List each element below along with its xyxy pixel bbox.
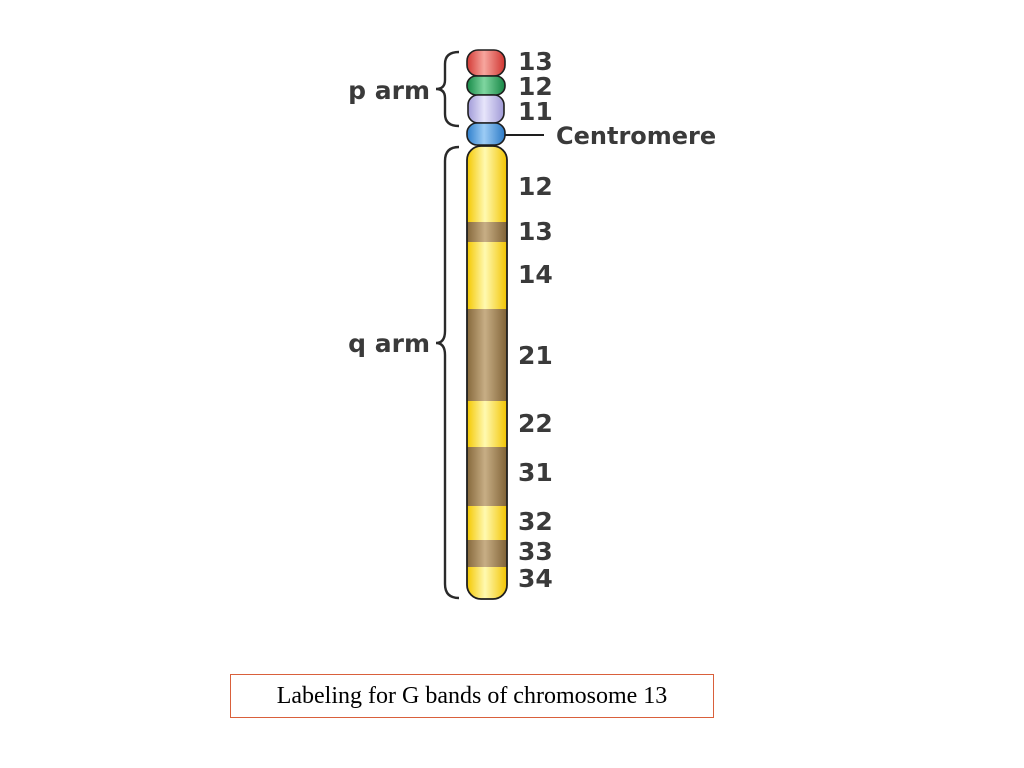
q-band-label: 13 xyxy=(518,217,553,246)
q-band-34 xyxy=(467,567,507,599)
q-arm-bands xyxy=(467,146,507,599)
centromere-band xyxy=(466,122,506,146)
p-band-13 xyxy=(466,49,506,77)
q-arm-brace xyxy=(435,145,460,600)
p-band-11 xyxy=(467,94,505,124)
q-band-label: 33 xyxy=(518,537,553,566)
q-band-14 xyxy=(467,242,507,309)
q-band-22 xyxy=(467,401,507,447)
q-arm-label: q arm xyxy=(348,329,430,358)
q-band-33 xyxy=(467,540,507,567)
q-band-13 xyxy=(467,222,507,242)
q-arm-outline xyxy=(466,145,508,600)
p-band-label: 12 xyxy=(518,72,553,101)
q-band-label: 34 xyxy=(518,564,553,593)
q-band-label: 12 xyxy=(518,172,553,201)
p-band-label: 11 xyxy=(518,97,553,126)
q-band-label: 22 xyxy=(518,409,553,438)
q-band-21 xyxy=(467,309,507,401)
q-band-label: 14 xyxy=(518,260,553,289)
q-band-label: 32 xyxy=(518,507,553,536)
p-band-label: 13 xyxy=(518,47,553,76)
caption: Labeling for G bands of chromosome 13 xyxy=(230,674,714,718)
q-band-label: 21 xyxy=(518,341,553,370)
centromere-label: Centromere xyxy=(556,122,716,150)
p-arm-brace xyxy=(435,50,460,128)
p-band-12 xyxy=(466,75,506,96)
q-band-label: 31 xyxy=(518,458,553,487)
q-band-31 xyxy=(467,447,507,506)
q-band-32 xyxy=(467,506,507,540)
q-band-12 xyxy=(467,146,507,222)
p-arm-label: p arm xyxy=(348,76,430,105)
